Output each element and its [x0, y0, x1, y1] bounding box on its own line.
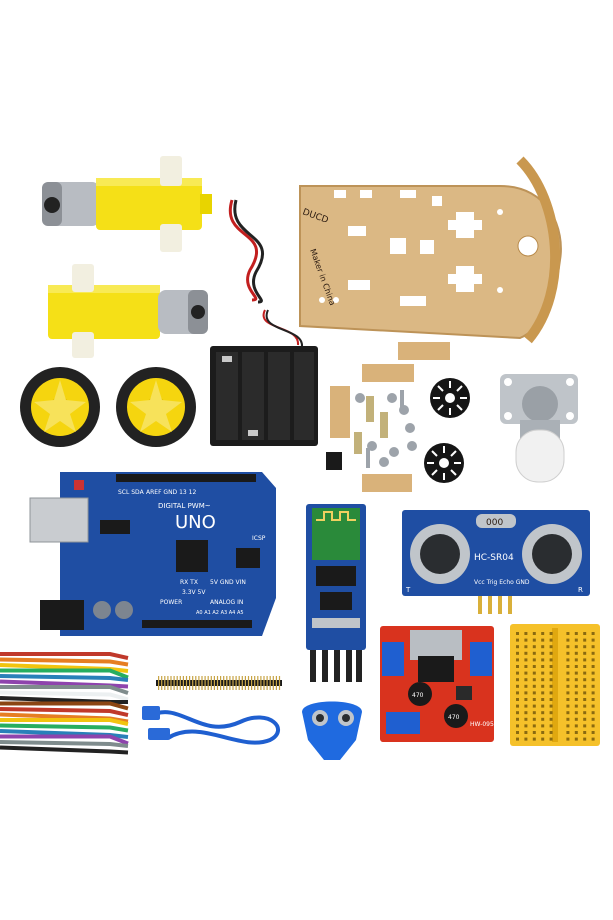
- gear-motor-top: [42, 156, 212, 252]
- wheel-left: [20, 367, 100, 447]
- jumper-wire: [0, 723, 129, 733]
- jumper-wire: [0, 674, 129, 682]
- uno-vin: 5V GND VIN: [210, 579, 246, 586]
- gear-motor-bottom: [48, 264, 208, 358]
- mounting-hardware: [326, 342, 450, 492]
- sensor-mount-bracket: [302, 701, 362, 760]
- sonar-model: HC-SR04: [474, 553, 514, 563]
- jumper-wire: [0, 740, 129, 748]
- l298n-motor-driver: 470 470 HW-095: [380, 626, 494, 742]
- acrylic-chassis: DUCD Maker in China: [299, 156, 562, 344]
- jumper-wire: [0, 652, 129, 660]
- jumper-wire: [0, 685, 129, 695]
- uno-analog: ANALOG IN: [210, 599, 243, 606]
- arduino-uno-board: UNO DIGITAL PWM~ SCL SDA AREF GND 13 12 …: [29, 472, 276, 636]
- encoder-disc-top: [430, 378, 470, 418]
- uno-33v: 3.3V 5V: [182, 589, 206, 596]
- ultrasonic-sensor: 000 HC-SR04 Vcc Trig Echo GND T R: [402, 510, 590, 614]
- caster-wheel: [500, 374, 578, 483]
- uno-a0: A0 A1 A2 A3 A4 A5: [196, 610, 244, 616]
- uno-aref: AREF GND 13 12: [146, 489, 196, 496]
- jumper-wire: [0, 690, 129, 702]
- wheel-right: [116, 367, 196, 447]
- pin-header-strip: [156, 676, 282, 690]
- battery-holder: [210, 346, 318, 446]
- jumper-wire: [0, 745, 129, 755]
- jumper-wire: [0, 668, 129, 680]
- l298-cap-1: 470: [412, 692, 424, 699]
- motor-wires: [228, 199, 304, 348]
- uno-scl: SCL SDA: [118, 489, 145, 496]
- encoder-disc-bottom: [424, 443, 464, 483]
- jumper-wire: [0, 657, 129, 667]
- usb-cable: [142, 706, 280, 745]
- uno-txrx: RX TX: [180, 579, 198, 586]
- jumper-wire-bundle: [0, 652, 129, 755]
- jumper-wire: [0, 701, 129, 711]
- sonar-r: R: [578, 586, 583, 594]
- mini-breadboard: [510, 624, 600, 746]
- l298-cap-2: 470: [448, 714, 460, 721]
- jumper-wire: [0, 734, 129, 746]
- jumper-wire: [0, 696, 128, 704]
- bluetooth-module: [306, 504, 366, 682]
- uno-title: UNO: [175, 512, 216, 533]
- sonar-crystal: 000: [486, 518, 503, 528]
- l298-model: HW-095: [470, 721, 494, 728]
- jumper-wire: [0, 718, 129, 726]
- uno-power: POWER: [160, 599, 182, 606]
- uno-brand: DIGITAL PWM~: [158, 502, 211, 510]
- uno-icsp: ICSP: [252, 535, 266, 542]
- jumper-wire: [0, 707, 129, 717]
- sonar-t: T: [405, 586, 411, 594]
- sonar-pins: Vcc Trig Echo GND: [474, 579, 530, 586]
